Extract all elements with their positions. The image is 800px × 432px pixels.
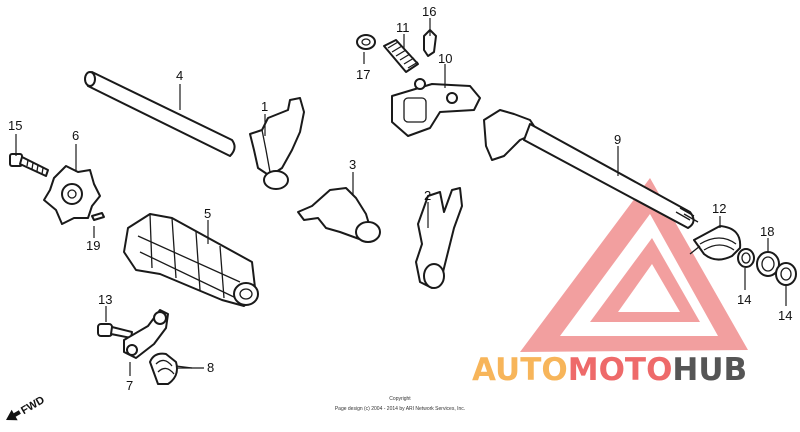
forward-direction-indicator: FWD [6,394,47,421]
pin-19 [91,212,105,221]
bolt-15 [9,153,49,177]
return-spring [689,225,742,261]
copyright-title: Copyright [389,396,411,402]
label-part-7: 7 [126,378,133,393]
spring-11 [383,39,419,73]
watermark-logo-icon [520,178,748,352]
label-part-4: 4 [176,68,183,83]
fwd-label: FWD [19,394,47,417]
label-part-9: 9 [614,132,621,147]
shift-fork-shaft [84,71,236,157]
drum-center-star [43,165,101,225]
label-part-17: 17 [356,67,370,82]
label-part-14b: 14 [778,308,792,323]
leader-lines [15,18,787,376]
label-part-19: 19 [86,238,100,253]
bolt-13 [97,323,133,339]
label-part-8: 8 [207,360,214,375]
shift-fork-1 [249,97,305,190]
label-part-12: 12 [712,201,726,216]
shift-fork-2 [415,187,463,289]
label-part-11: 11 [396,20,410,35]
shift-drum [123,213,259,307]
copyright-notice: Page design (c) 2004 - 2014 by ARI Netwo… [335,406,465,412]
watermark-moto: MOTO [568,352,673,388]
washer-17 [356,34,376,50]
label-part-3: 3 [349,157,356,172]
label-part-2: 2 [424,188,431,203]
watermark-hub: HUB [672,352,747,388]
shift-fork-3 [297,187,381,243]
stopper-plate-7 [123,309,169,359]
label-part-5: 5 [204,206,211,221]
spring-8 [149,352,193,385]
stopper-arm [391,78,481,137]
label-part-10: 10 [438,51,452,66]
label-part-16: 16 [422,4,436,19]
label-part-13: 13 [98,292,112,307]
washer-14b [775,262,797,286]
gearshift-spindle [483,109,699,229]
washer-14a [737,248,755,268]
label-part-18: 18 [760,224,774,239]
label-part-15: 15 [8,118,22,133]
arrow-left-icon [6,409,21,421]
watermark-text: AUTOMOTOHUB [472,352,747,388]
label-part-14a: 14 [737,292,751,307]
watermark-auto: AUTO [472,352,568,388]
label-part-6: 6 [72,128,79,143]
label-part-1: 1 [261,99,268,114]
